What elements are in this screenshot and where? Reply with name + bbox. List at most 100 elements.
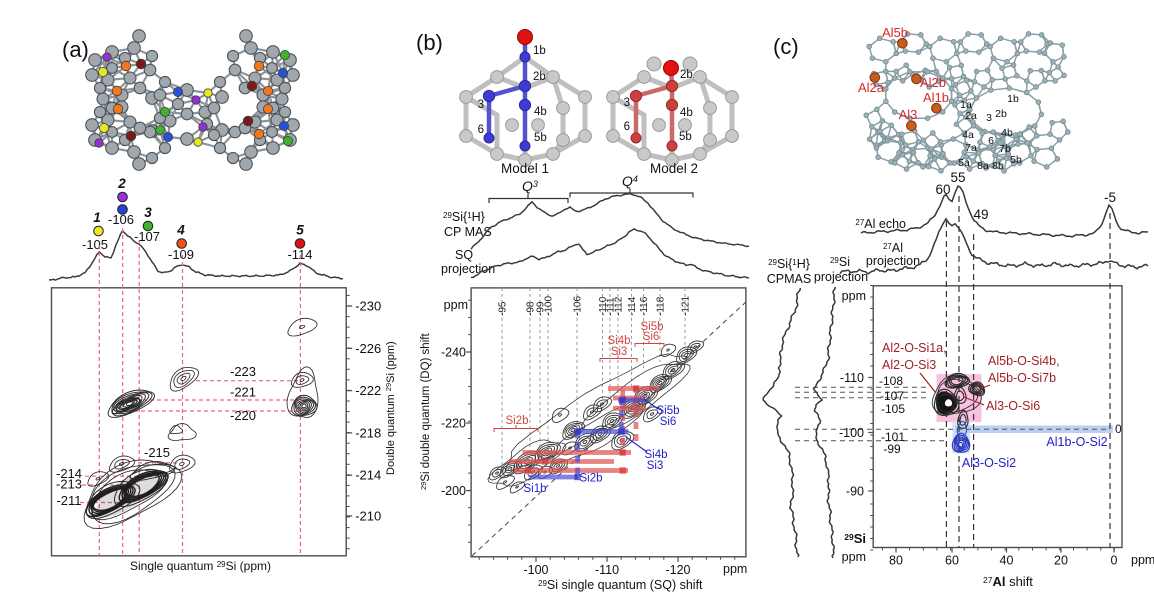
svg-text:(a): (a) bbox=[62, 37, 89, 62]
svg-text:projection: projection bbox=[441, 262, 495, 276]
svg-text:20: 20 bbox=[1054, 554, 1068, 568]
svg-text:Si3: Si3 bbox=[647, 460, 664, 472]
svg-text:-226: -226 bbox=[355, 341, 381, 356]
svg-text:Al1b: Al1b bbox=[923, 90, 949, 105]
svg-text:0: 0 bbox=[1115, 422, 1122, 436]
svg-text:3: 3 bbox=[478, 99, 484, 111]
svg-text:-220: -220 bbox=[230, 408, 256, 423]
svg-text:-106: -106 bbox=[573, 296, 584, 316]
svg-text:4b: 4b bbox=[534, 106, 547, 118]
svg-text:-114: -114 bbox=[287, 247, 312, 262]
svg-text:-107: -107 bbox=[880, 389, 904, 403]
svg-text:(c): (c) bbox=[773, 34, 799, 59]
svg-text:-211: -211 bbox=[56, 493, 81, 508]
svg-text:5: 5 bbox=[296, 223, 304, 238]
svg-text:2b: 2b bbox=[680, 69, 693, 81]
svg-text:60: 60 bbox=[935, 182, 950, 197]
svg-text:8a: 8a bbox=[977, 160, 989, 172]
svg-text:-110: -110 bbox=[840, 371, 864, 385]
svg-text:-213: -213 bbox=[56, 477, 82, 492]
svg-text:Si2b: Si2b bbox=[579, 473, 602, 485]
svg-text:Al5b-O-Si4b,: Al5b-O-Si4b, bbox=[988, 354, 1060, 368]
svg-text:5b: 5b bbox=[1010, 154, 1022, 166]
svg-text:-105: -105 bbox=[82, 237, 108, 252]
svg-text:-90: -90 bbox=[846, 485, 864, 499]
svg-text:-116: -116 bbox=[639, 296, 650, 316]
svg-text:2a: 2a bbox=[965, 110, 977, 122]
svg-text:ppm: ppm bbox=[723, 562, 747, 576]
svg-text:-114: -114 bbox=[627, 296, 638, 316]
svg-text:-221: -221 bbox=[230, 385, 256, 400]
svg-text:Double quantum 29Si (ppm): Double quantum 29Si (ppm) bbox=[384, 341, 397, 475]
svg-text:-220: -220 bbox=[441, 417, 466, 431]
svg-text:5b: 5b bbox=[679, 131, 692, 143]
svg-text:Model 2: Model 2 bbox=[650, 161, 698, 176]
svg-text:Al2b: Al2b bbox=[920, 75, 946, 90]
svg-text:Al2-O-Si1a,: Al2-O-Si1a, bbox=[882, 341, 947, 355]
svg-text:-118: -118 bbox=[656, 296, 667, 316]
svg-text:-109: -109 bbox=[168, 247, 194, 262]
svg-text:-210: -210 bbox=[355, 509, 381, 524]
svg-text:8b: 8b bbox=[992, 160, 1004, 172]
svg-text:Al2-O-Si3: Al2-O-Si3 bbox=[882, 358, 936, 372]
svg-text:3: 3 bbox=[144, 205, 152, 220]
svg-text:4a: 4a bbox=[962, 129, 974, 141]
svg-text:-214: -214 bbox=[355, 468, 381, 483]
svg-text:Si6: Si6 bbox=[643, 331, 660, 343]
svg-text:Al5b: Al5b bbox=[882, 25, 908, 40]
svg-text:7a: 7a bbox=[965, 142, 977, 154]
svg-text:1b: 1b bbox=[1007, 93, 1019, 105]
svg-text:-5: -5 bbox=[1104, 190, 1116, 205]
svg-text:ppm: ppm bbox=[444, 298, 468, 312]
svg-text:-230: -230 bbox=[355, 299, 381, 314]
svg-text:-200: -200 bbox=[441, 484, 466, 498]
svg-text:-107: -107 bbox=[134, 229, 160, 244]
svg-text:55: 55 bbox=[950, 170, 965, 185]
svg-text:-99: -99 bbox=[883, 442, 901, 456]
svg-text:ppm: ppm bbox=[1131, 553, 1154, 567]
svg-text:(b): (b) bbox=[416, 30, 443, 55]
svg-text:80: 80 bbox=[889, 554, 903, 568]
svg-text:Si1b: Si1b bbox=[523, 483, 546, 495]
svg-text:-112: -112 bbox=[614, 296, 625, 316]
svg-text:5b: 5b bbox=[534, 132, 547, 144]
svg-text:29Si double quantum (DQ) shift: 29Si double quantum (DQ) shift bbox=[419, 333, 432, 490]
svg-text:1: 1 bbox=[93, 210, 101, 225]
svg-text:SQ: SQ bbox=[455, 248, 473, 262]
svg-text:-120: -120 bbox=[665, 563, 690, 577]
svg-text:-222: -222 bbox=[355, 383, 381, 398]
svg-text:Si3: Si3 bbox=[611, 346, 628, 358]
svg-text:projection: projection bbox=[814, 270, 868, 284]
svg-text:49: 49 bbox=[973, 207, 988, 222]
svg-text:-240: -240 bbox=[441, 346, 466, 360]
svg-text:4b: 4b bbox=[680, 107, 693, 119]
svg-text:0: 0 bbox=[1111, 554, 1118, 568]
svg-text:-215: -215 bbox=[144, 445, 170, 460]
svg-text:CPMAS: CPMAS bbox=[767, 272, 811, 286]
svg-text:-218: -218 bbox=[355, 425, 381, 440]
svg-text:1b: 1b bbox=[533, 45, 546, 57]
svg-text:ppm: ppm bbox=[842, 550, 866, 564]
svg-text:-100: -100 bbox=[544, 296, 555, 316]
svg-text:-121: -121 bbox=[681, 296, 692, 316]
svg-text:Al5b-O-Si7b: Al5b-O-Si7b bbox=[988, 371, 1056, 385]
svg-text:-95: -95 bbox=[498, 301, 509, 316]
svg-text:Al3-O-Si2: Al3-O-Si2 bbox=[962, 456, 1016, 470]
svg-text:6: 6 bbox=[624, 121, 630, 133]
svg-text:2: 2 bbox=[117, 176, 126, 191]
svg-text:Al3: Al3 bbox=[899, 107, 918, 122]
svg-text:4b: 4b bbox=[1001, 127, 1013, 139]
svg-text:6: 6 bbox=[988, 135, 994, 147]
svg-text:5a: 5a bbox=[958, 157, 970, 169]
svg-text:Model 1: Model 1 bbox=[501, 161, 549, 176]
svg-text:-223: -223 bbox=[230, 364, 256, 379]
svg-text:-108: -108 bbox=[879, 374, 903, 388]
svg-text:-105: -105 bbox=[881, 402, 905, 416]
svg-text:ppm: ppm bbox=[842, 289, 866, 303]
svg-text:Si6: Si6 bbox=[660, 416, 677, 428]
svg-text:40: 40 bbox=[1000, 554, 1014, 568]
svg-text:3: 3 bbox=[986, 112, 992, 124]
svg-text:3: 3 bbox=[624, 97, 630, 109]
svg-text:60: 60 bbox=[945, 554, 959, 568]
svg-text:Single quantum 29Si (ppm): Single quantum 29Si (ppm) bbox=[130, 559, 271, 573]
